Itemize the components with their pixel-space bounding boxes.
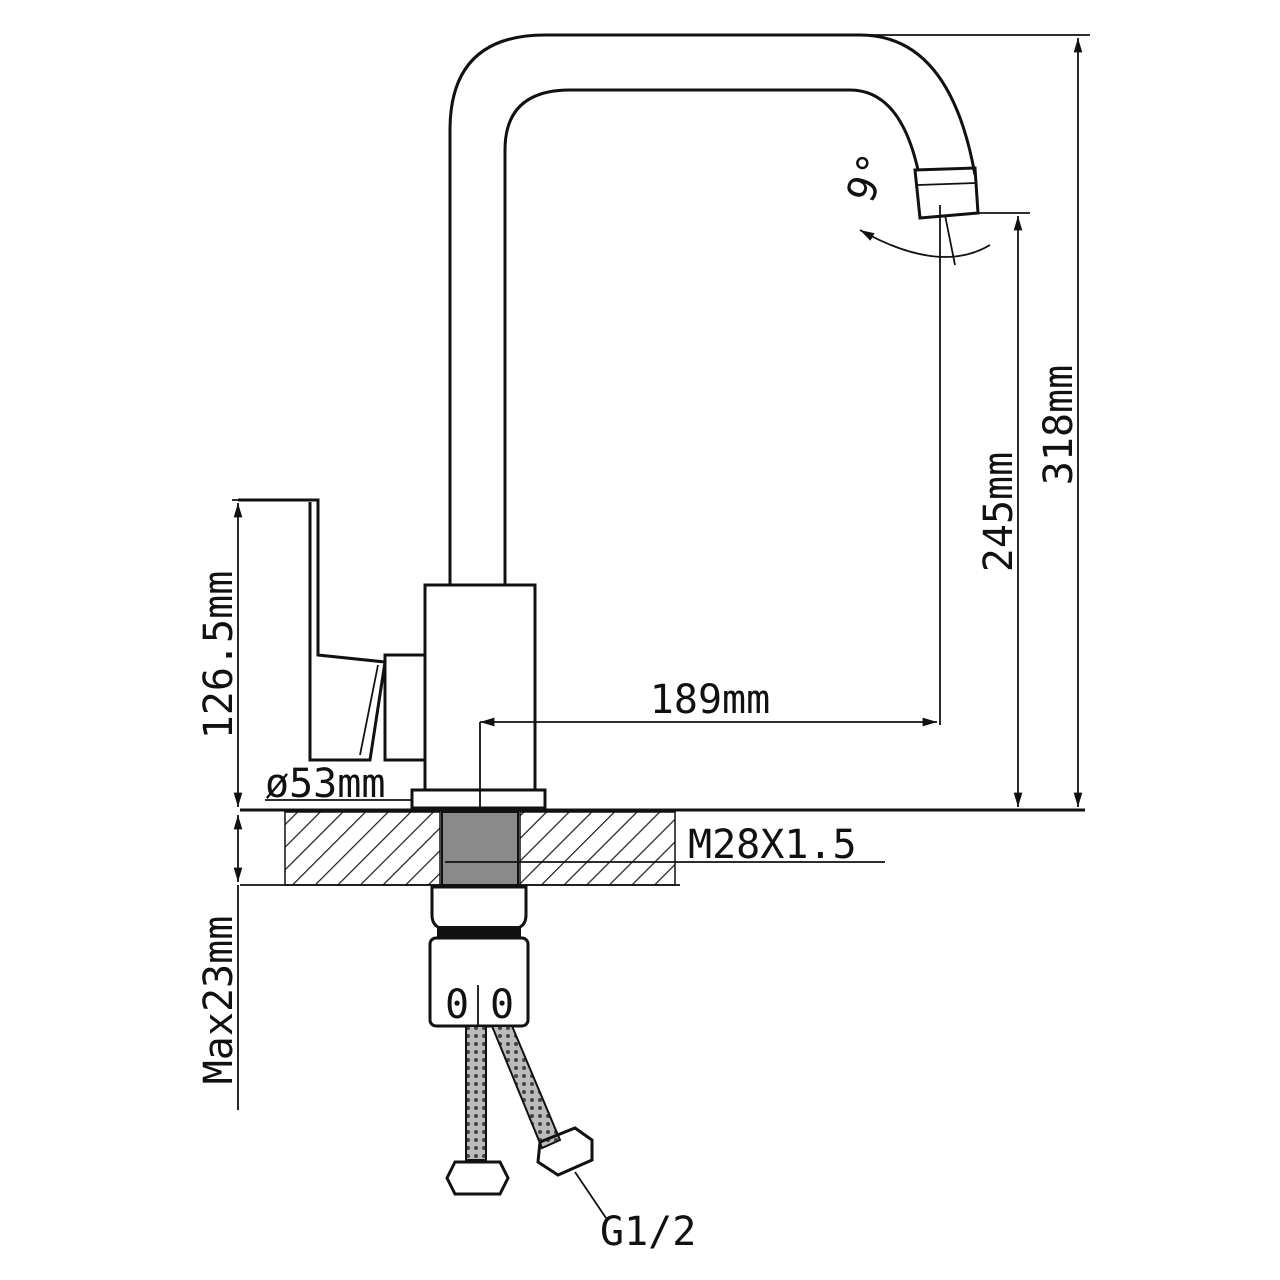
- dimension-lines: [232, 34, 1090, 1219]
- hose-nut-right: [536, 1126, 594, 1177]
- svg-text:0: 0: [490, 982, 514, 1028]
- label-max-thickness: Max23mm: [196, 916, 242, 1085]
- label-spout-height: 245mm: [976, 452, 1022, 572]
- label-base-diameter: ø53mm: [265, 761, 385, 807]
- svg-text:0: 0: [445, 982, 469, 1028]
- label-spout-reach: 189mm: [650, 677, 770, 723]
- supply-hoses: [445, 1025, 594, 1196]
- handle-lever: [238, 498, 387, 762]
- label-handle-height: 126.5mm: [196, 571, 242, 740]
- mounting-nut: 0 0: [428, 885, 530, 1028]
- nozzle: [913, 166, 980, 220]
- base-plate: [410, 788, 547, 810]
- label-hose-connection: G1/2: [600, 1209, 696, 1255]
- hose-nut-left: [445, 1160, 510, 1196]
- label-thread: M28X1.5: [688, 822, 857, 868]
- label-total-height: 318mm: [1036, 365, 1082, 485]
- label-nozzle-angle: 9°: [838, 147, 898, 208]
- countertop-section: [240, 808, 1085, 886]
- spout: [448, 33, 980, 585]
- threaded-shank: [441, 811, 519, 886]
